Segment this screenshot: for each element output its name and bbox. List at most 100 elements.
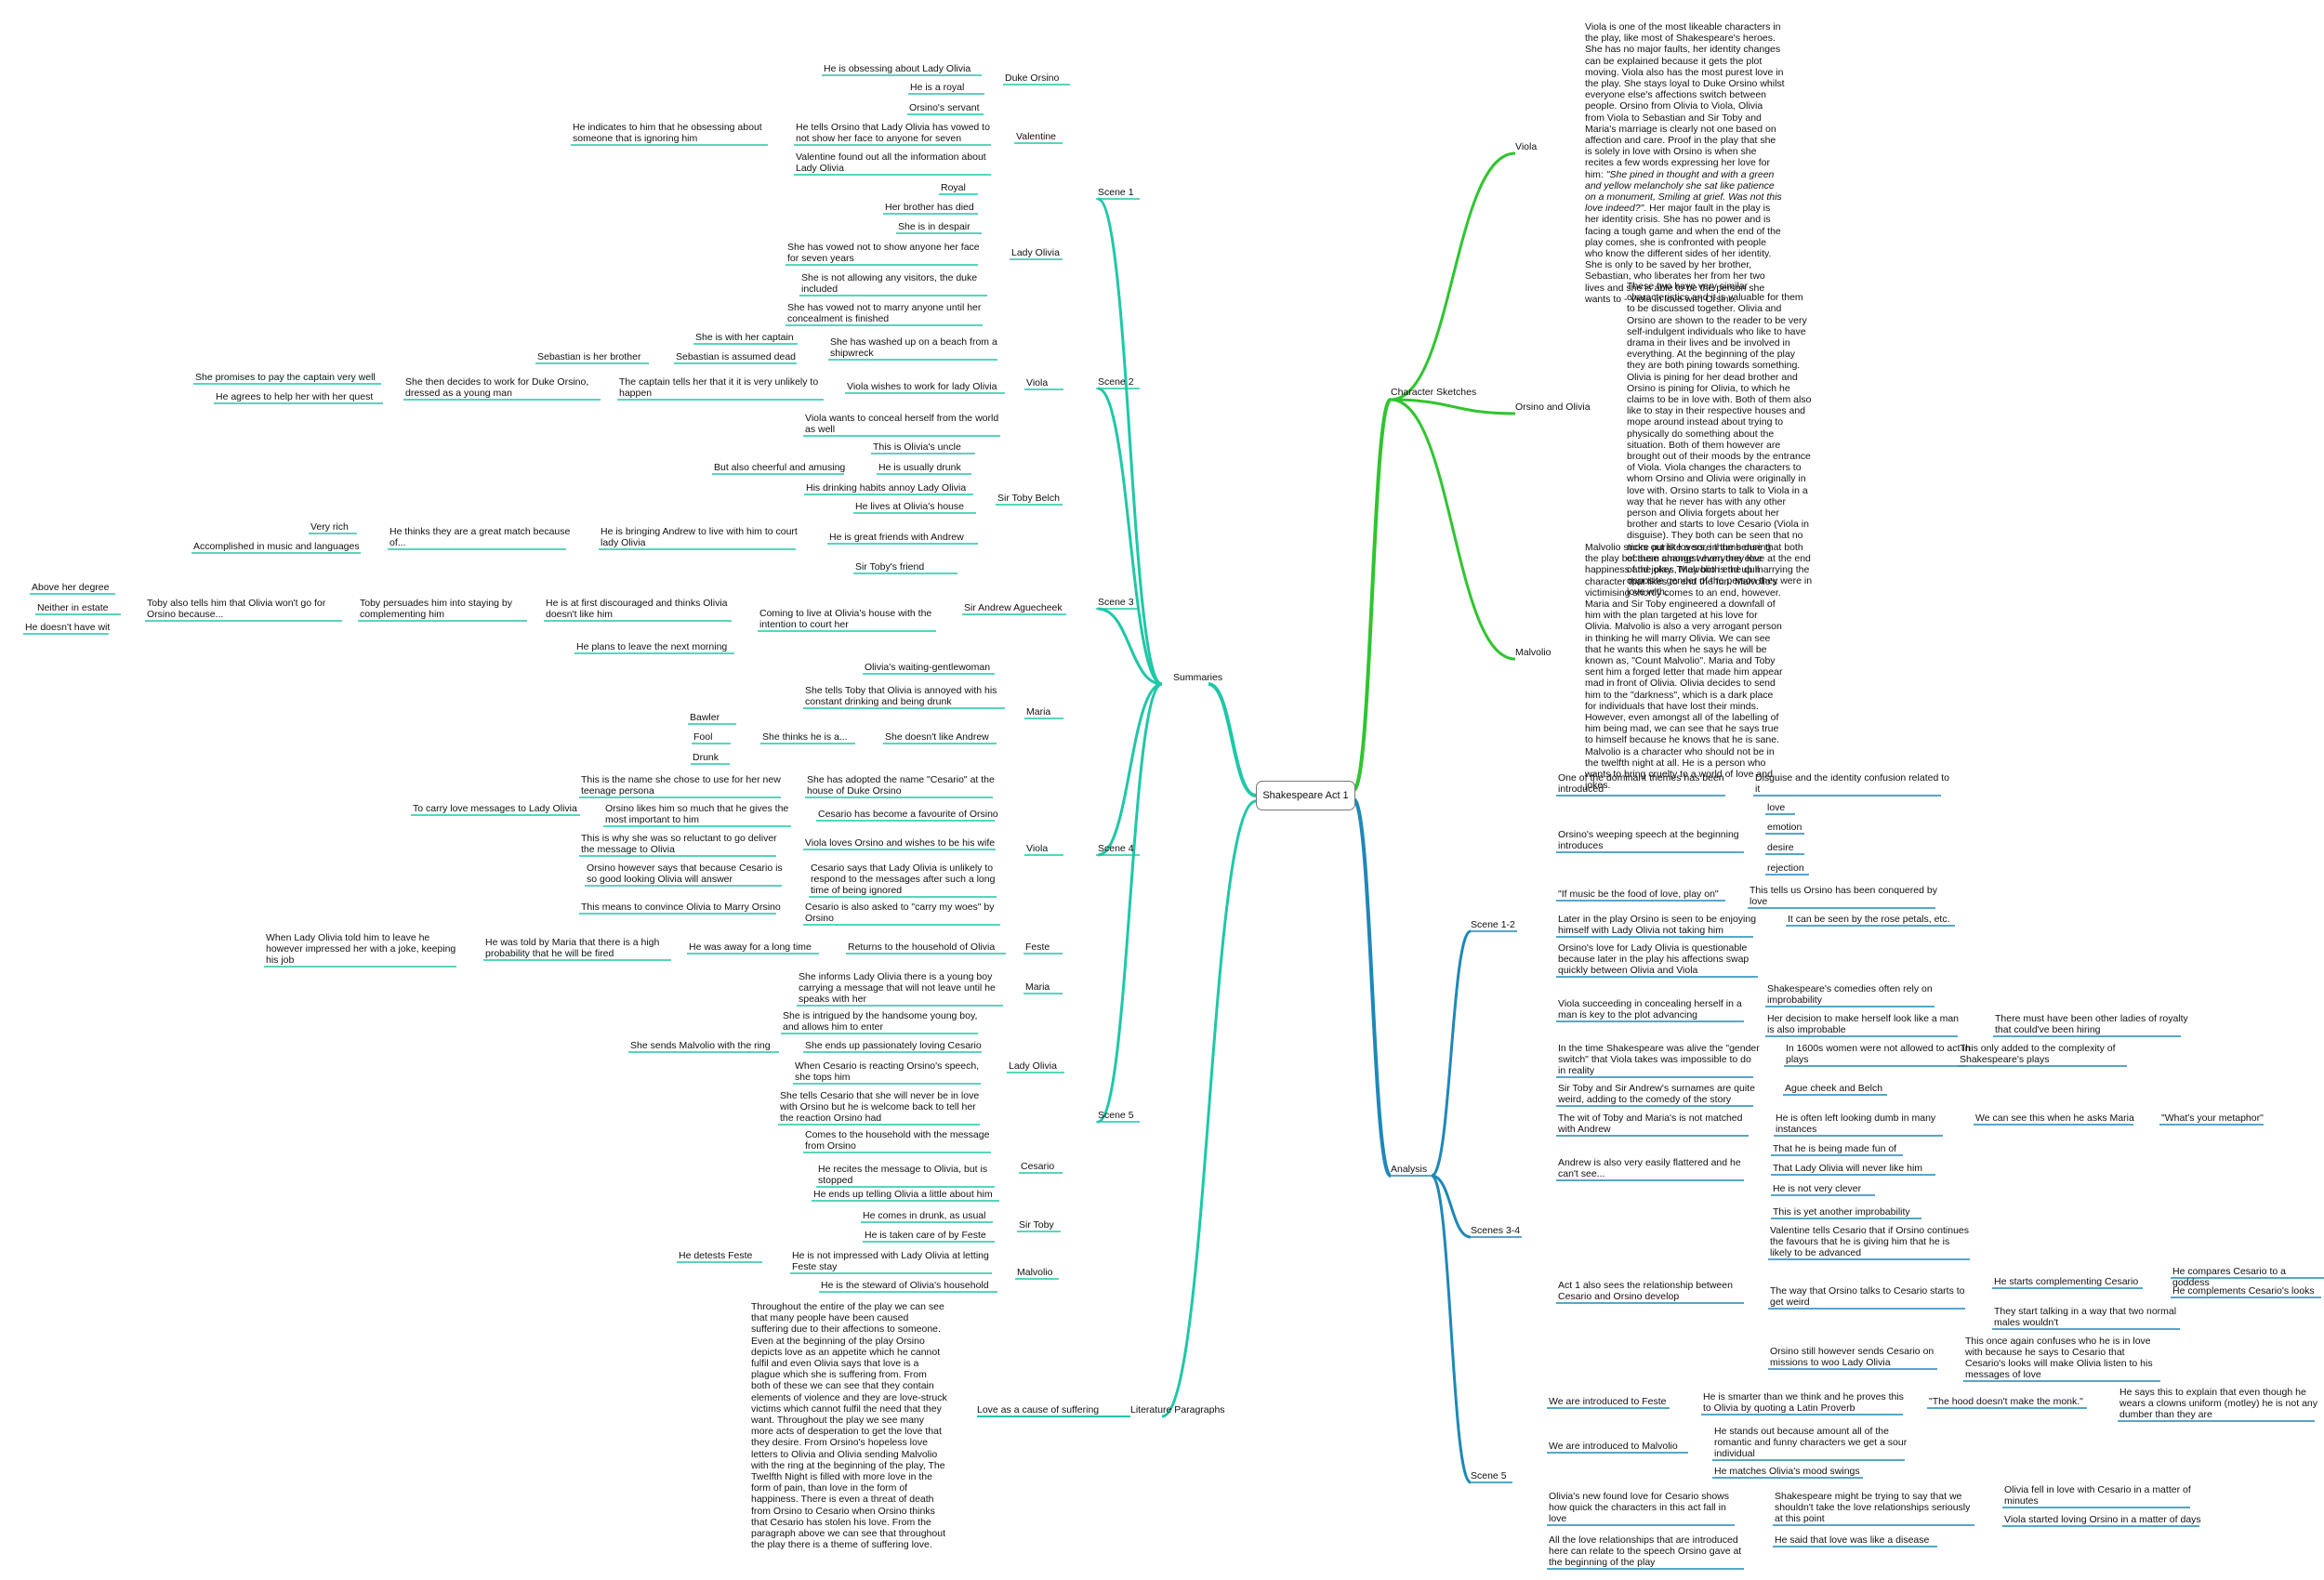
topic-label[interactable]: In 1600s women were not allowed to act i… [1786, 1043, 1971, 1065]
topic-label[interactable]: When Lady Olivia told him to leave he ho… [266, 932, 456, 966]
topic-label[interactable]: His drinking habits annoy Lady Olivia [806, 482, 967, 494]
topic-label[interactable]: She tells Toby that Olivia is annoyed wi… [805, 685, 997, 707]
sketch-malvolio-label[interactable]: Malvolio [1515, 647, 1552, 658]
topic-label[interactable]: He is obsessing about Lady Olivia [824, 63, 971, 74]
topic-label[interactable]: He thinks they are a great match because… [390, 526, 571, 548]
topic-label[interactable]: They start talking in a way that two nor… [1994, 1306, 2177, 1328]
topic-label[interactable]: love [1767, 802, 1786, 813]
topic-label[interactable]: We can see this when he asks Maria [1975, 1113, 2134, 1124]
topic-label[interactable]: He said that love was like a disease [1775, 1534, 1930, 1546]
topic-label[interactable]: He agrees to help her with her quest [216, 391, 374, 402]
topic-label[interactable]: Viola succeeding in concealing herself i… [1558, 998, 1742, 1020]
topic-label[interactable]: She has adopted the name "Cesario" at th… [807, 774, 995, 797]
topic-label[interactable]: Olivia's new found love for Cesario show… [1549, 1491, 1730, 1524]
topic-label[interactable]: That Lady Olivia will never like him [1773, 1163, 1923, 1174]
topic-label[interactable]: She then decides to work for Duke Orsino… [405, 376, 589, 399]
topic-label[interactable]: Scene 3 [1098, 597, 1134, 608]
topic-label[interactable]: Orsino's weeping speech at the beginning… [1558, 829, 1739, 851]
topic-label[interactable]: Her decision to make herself look like a… [1767, 1013, 1960, 1035]
topic-label[interactable]: Valentine found out all the information … [796, 151, 986, 174]
topic-label[interactable]: Maria [1025, 981, 1050, 993]
topic-label[interactable]: He is often left looking dumb in many in… [1776, 1113, 1936, 1135]
topic-label[interactable]: Orsino's love for Lady Olivia is questio… [1558, 942, 1750, 976]
topic-label[interactable]: He says this to explain that even though… [2119, 1387, 2317, 1420]
topic-label[interactable]: Toby persuades him into staying by compl… [360, 598, 513, 620]
topic-label[interactable]: He was told by Maria that there is a hig… [485, 937, 660, 959]
topic-label[interactable]: This once again confuses who he is in lo… [1965, 1336, 2153, 1380]
topic-label[interactable]: Shakespeare might be trying to say that … [1775, 1491, 1971, 1524]
topic-label[interactable]: Sebastian is assumed dead [676, 351, 796, 362]
topic-label[interactable]: She is not allowing any visitors, the du… [801, 272, 978, 295]
topic-label[interactable]: Bawler [690, 712, 720, 723]
topic-label[interactable]: desire [1767, 842, 1794, 853]
topic-label[interactable]: Cesario is also asked to "carry my woes"… [805, 902, 995, 924]
topic-label[interactable]: Drunk [693, 752, 720, 763]
topic-label[interactable]: This is yet another improbability [1773, 1206, 1910, 1218]
topic-label[interactable]: This is the name she chose to use for he… [581, 774, 781, 797]
topic-label[interactable]: "The hood doesn't make the monk." [1929, 1396, 2083, 1407]
topic-label[interactable]: The wit of Toby and Maria's is not match… [1558, 1113, 1743, 1135]
topic-label[interactable]: Viola wishes to work for lady Olivia [847, 381, 997, 392]
topic-label[interactable]: Orsino however says that because Cesario… [587, 862, 783, 885]
topic-label[interactable]: Later in the play Orsino is seen to be e… [1558, 914, 1757, 936]
topic-label[interactable]: Coming to live at Olivia's house with th… [759, 608, 932, 630]
topic-label[interactable]: "If music be the food of love, play on" [1558, 889, 1719, 900]
topic-label[interactable]: Neither in estate [37, 602, 109, 613]
topic-label[interactable]: Andrew is also very easily flattered and… [1558, 1157, 1741, 1179]
topic-label[interactable]: Scene 2 [1098, 376, 1134, 388]
root-topic[interactable]: Shakespeare Act 1 [1256, 781, 1355, 810]
topic-label[interactable]: She has washed up on a beach from a ship… [830, 336, 997, 359]
topic-label[interactable]: He doesn't have wit [25, 622, 111, 633]
topic-label[interactable]: He stands out because amount all of the … [1714, 1426, 1908, 1459]
topic-label[interactable]: Sir Toby [1019, 1219, 1054, 1231]
topic-label[interactable]: The way that Orsino talks to Cesario sta… [1770, 1285, 1965, 1308]
topic-label[interactable]: He is the steward of Olivia's household [821, 1280, 989, 1291]
topic-label[interactable]: Olivia fell in love with Cesario in a ma… [2004, 1484, 2191, 1507]
topic-label[interactable]: He detests Feste [679, 1250, 753, 1261]
topic-label[interactable]: She sends Malvolio with the ring [630, 1040, 771, 1051]
topic-label[interactable]: She ends up passionately loving Cesario [805, 1040, 982, 1051]
topic-label[interactable]: Olivia's waiting-gentlewoman [865, 662, 991, 673]
topic-label[interactable]: Returns to the household of Olivia [848, 941, 996, 953]
topic-label[interactable]: He starts complementing Cesario [1994, 1276, 2139, 1287]
topic-label[interactable]: In the time Shakespeare was alive the "g… [1558, 1043, 1760, 1076]
topic-label[interactable]: Comes to the household with the message … [805, 1129, 990, 1152]
topic-label[interactable]: He lives at Olivia's house [855, 501, 964, 512]
sketch-viola-label[interactable]: Viola [1515, 141, 1538, 152]
topic-label[interactable]: Viola wants to conceal herself from the … [805, 413, 999, 435]
topic-label[interactable]: He comes in drunk, as usual [863, 1210, 986, 1221]
topic-label[interactable]: Sir Toby Belch [997, 493, 1060, 504]
lit-topic-label[interactable]: Love as a cause of suffering [977, 1404, 1100, 1415]
topic-label[interactable]: He is not impressed with Lady Olivia at … [792, 1250, 989, 1272]
topic-label[interactable]: Ague cheek and Belch [1785, 1083, 1883, 1094]
topic-label[interactable]: Valentine tells Cesario that if Orsino c… [1770, 1225, 1969, 1258]
topic-label[interactable]: Fool [693, 731, 713, 743]
topic-label[interactable]: Very rich [310, 521, 349, 533]
topic-label[interactable]: He compares Cesario to a goddess [2172, 1266, 2286, 1288]
topic-label[interactable]: It can be seen by the rose petals, etc. [1788, 914, 1950, 925]
topic-label[interactable]: When Cesario is reacting Orsino's speech… [795, 1060, 980, 1083]
topic-label[interactable]: She doesn't like Andrew [885, 731, 989, 743]
topic-label[interactable]: There must have been other ladies of roy… [1995, 1013, 2188, 1035]
topic-label[interactable]: He is at first discouraged and thinks Ol… [546, 598, 728, 620]
topic-label[interactable]: Shakespeare's comedies often rely on imp… [1767, 983, 1933, 1006]
topic-label[interactable]: Analysis [1391, 1164, 1428, 1175]
topic-label[interactable]: Orsino still however sends Cesario on mi… [1770, 1346, 1934, 1368]
topic-label[interactable]: emotion [1767, 822, 1802, 833]
topic-label[interactable]: But also cheerful and amusing [714, 462, 846, 473]
branch-character-sketches[interactable]: Character Sketches [1391, 387, 1477, 398]
topic-label[interactable]: Sebastian is her brother [537, 351, 641, 362]
topic-label[interactable]: "What's your metaphor" [2161, 1113, 2264, 1124]
topic-label[interactable]: Accomplished in music and languages [193, 541, 360, 552]
topic-label[interactable]: Royal [941, 182, 966, 193]
topic-label[interactable]: Scene 5 [1098, 1110, 1134, 1121]
topic-label[interactable]: This is Olivia's uncle [873, 441, 961, 453]
topic-label[interactable]: Her brother has died [885, 202, 974, 213]
topic-label[interactable]: Viola [1026, 843, 1049, 854]
topic-label[interactable]: Cesario has become a favourite of Orsino [818, 809, 998, 820]
topic-label[interactable]: Orsino likes him so much that he gives t… [605, 803, 789, 825]
topic-label[interactable]: Sir Andrew Aguecheek [964, 602, 1063, 613]
topic-label[interactable]: To carry love messages to Lady Olivia [413, 803, 577, 814]
topic-label[interactable]: He is smarter than we think and he prove… [1703, 1391, 1904, 1414]
topic-label[interactable]: This is why she was so reluctant to go d… [581, 833, 777, 855]
